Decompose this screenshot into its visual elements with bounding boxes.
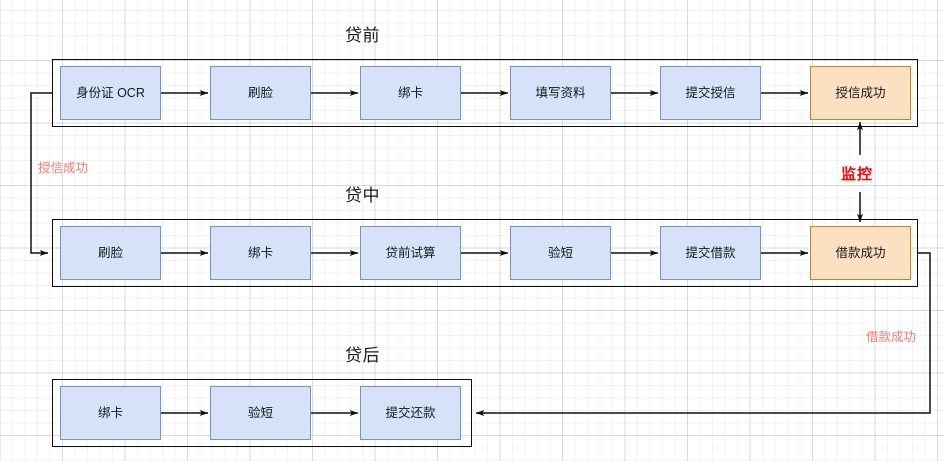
node-submit-loan[interactable]: 提交借款 xyxy=(660,226,761,280)
stage-container-pre-loan xyxy=(52,59,918,127)
node-credit-success[interactable]: 授信成功 xyxy=(810,66,911,120)
node-bind-card-post[interactable]: 绑卡 xyxy=(60,386,161,440)
node-submit-credit[interactable]: 提交授信 xyxy=(660,66,761,120)
node-face-scan-mid[interactable]: 刷脸 xyxy=(60,226,161,280)
node-pre-loan-calc[interactable]: 贷前试算 xyxy=(360,226,461,280)
node-verify-sms-mid[interactable]: 验短 xyxy=(510,226,611,280)
stage-container-post-loan xyxy=(52,379,472,447)
node-submit-repay[interactable]: 提交还款 xyxy=(360,386,461,440)
stage-container-in-loan xyxy=(52,219,918,287)
node-verify-sms-post[interactable]: 验短 xyxy=(210,386,311,440)
node-bind-card-pre[interactable]: 绑卡 xyxy=(360,66,461,120)
edge-label-loan-success: 借款成功 xyxy=(866,330,917,344)
node-id-ocr[interactable]: 身份证 OCR xyxy=(60,66,161,120)
stage-title-in-loan: 贷中 xyxy=(345,186,380,205)
node-face-scan-pre[interactable]: 刷脸 xyxy=(210,66,311,120)
node-bind-card-mid[interactable]: 绑卡 xyxy=(210,226,311,280)
stage-title-post-loan: 贷后 xyxy=(345,346,380,365)
node-loan-success[interactable]: 借款成功 xyxy=(810,226,911,280)
edge-label-credit-success: 授信成功 xyxy=(38,161,89,175)
edge-label-monitor: 监控 xyxy=(841,166,874,183)
stage-title-pre-loan: 贷前 xyxy=(345,26,380,45)
node-fill-info[interactable]: 填写资料 xyxy=(510,66,611,120)
